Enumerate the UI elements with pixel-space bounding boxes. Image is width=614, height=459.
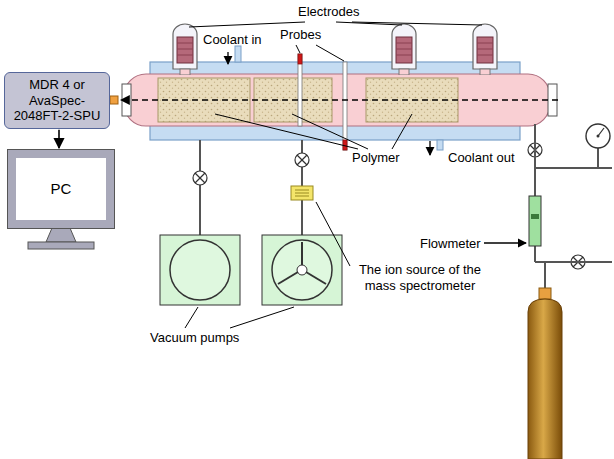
part-label: Coolant out <box>448 150 515 166</box>
pressure-gauge <box>597 135 600 138</box>
gas-line <box>534 246 536 262</box>
valve-symbol <box>193 171 207 185</box>
vacuum-line <box>200 140 302 235</box>
valve-symbol <box>193 143 585 269</box>
vacuum-line <box>301 200 303 235</box>
ion-source <box>295 196 309 197</box>
gas-line <box>544 262 546 289</box>
part-label: Vacuum pumps <box>150 330 239 346</box>
node-text: MDR 4 or AvaSpec-2048FT-2-SPU <box>9 77 105 124</box>
gas-line <box>535 261 612 263</box>
optical-axis <box>110 96 558 104</box>
instrument-box: MDR 4 or AvaSpec-2048FT-2-SPU <box>4 72 110 129</box>
vacuum-pump <box>160 235 342 305</box>
leader-line <box>189 22 305 27</box>
node-text: PC <box>51 180 72 198</box>
discharge-tube <box>122 74 557 126</box>
optical-axis <box>121 99 558 100</box>
electrode <box>173 24 497 75</box>
leader-line <box>230 307 294 328</box>
vacuum-pump <box>170 240 230 300</box>
pressure-gauge <box>598 128 604 136</box>
vacuum-pump <box>301 242 303 265</box>
ion-source <box>295 190 309 191</box>
ion-source <box>291 186 313 200</box>
cooling-jacket <box>235 46 241 62</box>
flowmeter-arrow <box>484 242 526 243</box>
gas-cylinder <box>528 288 562 459</box>
leader-line <box>392 114 412 149</box>
part-label: Probes <box>280 27 321 43</box>
leader-line <box>296 45 300 53</box>
leader-line <box>352 22 482 25</box>
vacuum-pump <box>160 235 240 305</box>
vacuum-pump <box>262 235 342 305</box>
probe <box>298 54 302 126</box>
pressure-gauge <box>586 124 610 148</box>
monitor-stand <box>28 228 94 249</box>
flowmeter-arrow <box>484 243 526 244</box>
gas-line <box>597 148 599 168</box>
monitor-stand <box>28 242 94 249</box>
leader-line <box>316 45 344 61</box>
probe <box>343 62 347 150</box>
electrode <box>392 24 416 75</box>
vacuum-pump <box>306 272 326 284</box>
coolant-arrow <box>227 52 228 64</box>
gas-line <box>535 124 612 289</box>
gas-cylinder <box>539 288 551 299</box>
signal-arrow <box>58 130 60 148</box>
gas-line <box>535 167 612 169</box>
electrode <box>173 24 197 75</box>
computer-monitor: PC <box>8 150 114 228</box>
leader-line <box>215 114 358 149</box>
gas-line <box>534 124 536 196</box>
vacuum-pump <box>278 272 298 284</box>
part-label: The ion source of the mass spectrometer <box>345 262 495 293</box>
leader-line <box>185 307 198 328</box>
valve-symbol <box>295 153 309 167</box>
optical-axis <box>110 96 118 104</box>
cooling-jacket <box>437 140 443 150</box>
vacuum-line <box>199 140 201 235</box>
flowmeter-tube <box>529 196 541 246</box>
flowmeter-tube <box>529 196 541 246</box>
gas-cylinder <box>528 299 562 459</box>
flowmeter-tube <box>531 214 539 219</box>
ion-source <box>295 193 309 194</box>
monitor-stand <box>46 228 76 242</box>
vacuum-pump <box>272 240 332 300</box>
leader-line <box>292 114 368 149</box>
coolant-arrow <box>429 141 430 155</box>
pressure-gauge <box>586 124 610 148</box>
part-label: Flowmeter <box>420 236 481 252</box>
vacuum-pump <box>297 265 307 275</box>
ion-source <box>291 186 313 200</box>
leader-line <box>316 202 350 266</box>
part-label: Polymer <box>352 150 400 166</box>
probe <box>298 54 302 64</box>
electrode <box>473 24 497 75</box>
part-label: Electrodes <box>298 4 359 20</box>
part-label: Coolant in <box>203 32 262 48</box>
